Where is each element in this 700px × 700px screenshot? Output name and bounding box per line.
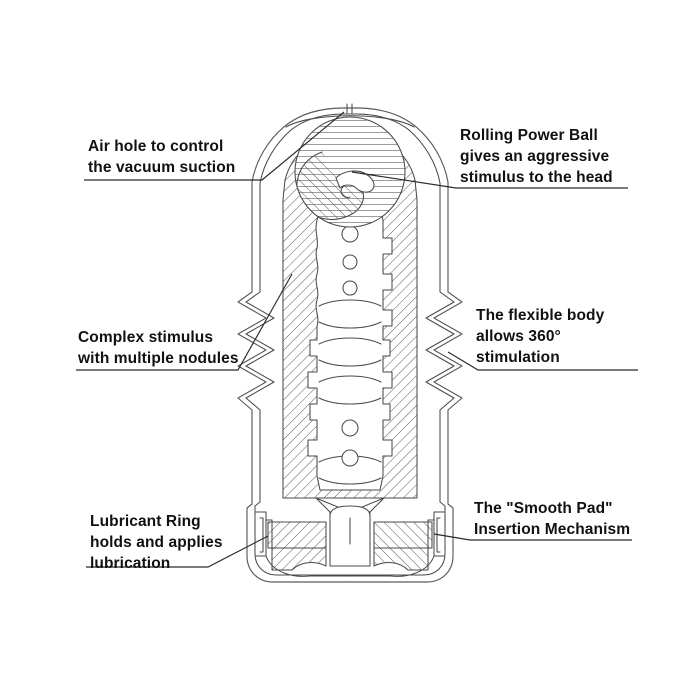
nodule-4 — [341, 419, 359, 437]
rolling-power-ball — [294, 116, 406, 228]
callout-air-hole: Air hole to control the vacuum suction — [88, 138, 235, 176]
pad-lower-right-hatch — [374, 548, 428, 570]
pad-block-right-hatch — [374, 522, 432, 548]
chamber-ribs — [318, 299, 382, 485]
callout-lubricant-ring-line-2: holds and applies — [90, 534, 223, 551]
callout-flexible-body-line-1: The flexible body — [476, 307, 605, 324]
callout-lubricant-ring: Lubricant Ring holds and applies lubrica… — [90, 513, 223, 572]
ring-left-lip — [265, 519, 273, 549]
ball-notch — [335, 170, 375, 193]
rib-3 — [318, 337, 382, 345]
nodule-3 — [342, 280, 358, 296]
leader-air-hole — [84, 111, 345, 181]
rib-4 — [318, 359, 382, 367]
leader-lubricant-ring — [86, 535, 269, 568]
callout-lubricant-ring-line-3: lubrication — [90, 555, 170, 572]
pad-block-left-hatch — [268, 522, 326, 548]
leader-lines — [76, 111, 638, 568]
inner-cavity — [308, 196, 392, 490]
callout-smooth-pad: The "Smooth Pad" Insertion Mechanism — [474, 500, 630, 538]
outer-wall-right-inner — [349, 113, 455, 576]
base-assembly — [255, 497, 445, 577]
callout-complex-stimulus-line-2: with multiple nodules — [77, 350, 239, 367]
lubricant-ring-left — [255, 511, 273, 557]
callout-complex-stimulus: Complex stimulus with multiple nodules — [77, 329, 239, 367]
rib-2 — [318, 321, 382, 329]
callout-air-hole-line-1: Air hole to control — [88, 138, 223, 155]
leader-flexible-body — [447, 351, 638, 371]
callout-complex-stimulus-line-1: Complex stimulus — [78, 329, 213, 346]
nodule-1 — [341, 225, 359, 243]
pad-lower-right — [373, 547, 429, 571]
outer-wall-left-inner — [245, 113, 351, 576]
leader-smooth-pad — [433, 533, 632, 541]
outer-wall-right — [349, 107, 463, 583]
air-hole-curve — [285, 115, 415, 128]
nodule-2 — [342, 254, 358, 270]
ball-outline — [294, 116, 406, 228]
ring-right-lip — [427, 519, 435, 549]
rib-6 — [318, 397, 382, 405]
pad-lower-left — [271, 547, 327, 571]
pad-lower-left-hatch — [272, 548, 326, 570]
rib-8 — [318, 477, 382, 485]
callout-flexible-body: The flexible body allows 360° stimulatio… — [476, 307, 605, 366]
outer-shell — [237, 107, 463, 583]
callout-rolling-power-ball: Rolling Power Ball gives an aggressive s… — [460, 127, 613, 186]
callout-rolling-power-ball-line-2: gives an aggressive — [460, 148, 610, 165]
base-floor — [265, 555, 435, 577]
callout-rolling-power-ball-line-3: stimulus to the head — [460, 169, 613, 186]
inner-sleeve — [282, 132, 418, 499]
callout-flexible-body-line-3: stimulation — [476, 349, 560, 366]
rib-5 — [318, 375, 382, 383]
callout-smooth-pad-line-2: Insertion Mechanism — [474, 521, 630, 538]
rib-1 — [318, 299, 382, 307]
ring-left-inner — [259, 517, 264, 553]
callout-flexible-body-line-2: allows 360° — [476, 328, 561, 345]
callout-rolling-power-ball-line-1: Rolling Power Ball — [460, 127, 598, 144]
inner-cavity-outline — [307, 195, 393, 491]
nodules — [341, 225, 359, 467]
ring-left-outer — [255, 511, 267, 557]
nodule-5 — [341, 449, 359, 467]
callout-air-hole-line-2: the vacuum suction — [88, 159, 235, 176]
leader-complex-stimulus — [76, 273, 293, 371]
air-hole — [285, 103, 415, 128]
outer-wall-left — [237, 107, 351, 583]
callout-lubricant-ring-line-1: Lubricant Ring — [90, 513, 201, 530]
callout-smooth-pad-line-1: The "Smooth Pad" — [474, 500, 613, 517]
leader-rolling-power-ball — [351, 171, 628, 189]
